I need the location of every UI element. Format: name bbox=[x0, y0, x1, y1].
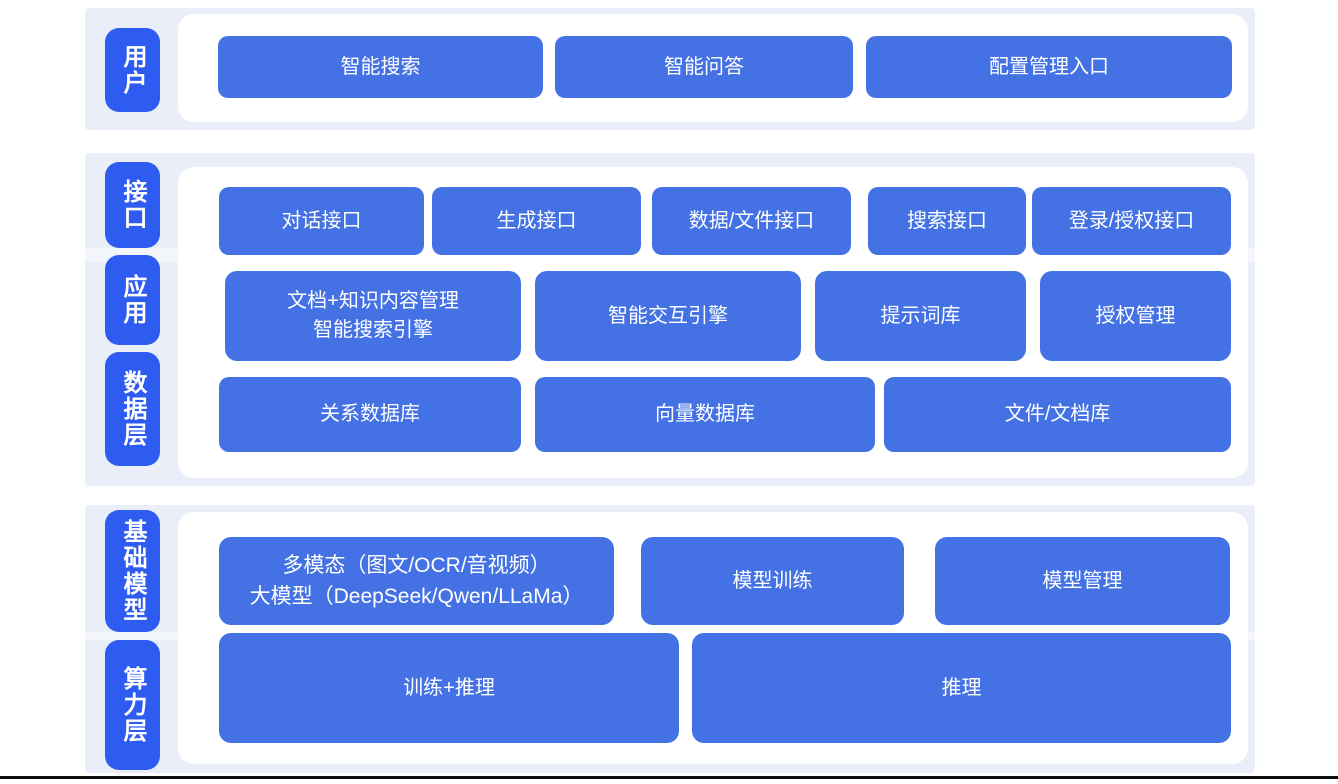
box-prompt-library: 提示词库 bbox=[815, 271, 1026, 361]
box-relational-db: 关系数据库 bbox=[219, 377, 521, 452]
base-model-row: 多模态（图文/OCR/音视频） 大模型（DeepSeek/Qwen/LLaMa）… bbox=[178, 537, 1248, 625]
layer-label-data-layer: 数据层 bbox=[105, 352, 160, 466]
box-inference: 推理 bbox=[692, 633, 1231, 743]
interface-layer-row: 对话接口 生成接口 数据/文件接口 搜索接口 登录/授权接口 bbox=[178, 187, 1248, 255]
layer-label-application: 应用 bbox=[105, 255, 160, 345]
user-layer-row: 智能搜索 智能问答 配置管理入口 bbox=[178, 36, 1248, 98]
layer-label-interface: 接口 bbox=[105, 162, 160, 248]
box-smart-qa: 智能问答 bbox=[555, 36, 853, 98]
box-auth-management: 授权管理 bbox=[1040, 271, 1231, 361]
box-training-plus-inference: 训练+推理 bbox=[219, 633, 679, 743]
foundation-layers-section: 基础模型 算力层 多模态（图文/OCR/音视频） 大模型（DeepSeek/Qw… bbox=[85, 505, 1255, 773]
bottom-divider-rule bbox=[0, 776, 1338, 779]
layer-label-compute-layer: 算力层 bbox=[105, 640, 160, 770]
user-layer-section: 用户 智能搜索 智能问答 配置管理入口 bbox=[85, 8, 1255, 130]
box-search-api: 搜索接口 bbox=[868, 187, 1026, 255]
box-login-auth-api: 登录/授权接口 bbox=[1032, 187, 1231, 255]
box-doc-knowledge-search-engine: 文档+知识内容管理 智能搜索引擎 bbox=[225, 271, 521, 361]
box-data-file-api: 数据/文件接口 bbox=[652, 187, 851, 255]
box-generation-api: 生成接口 bbox=[432, 187, 641, 255]
application-layer-row: 文档+知识内容管理 智能搜索引擎 智能交互引擎 提示词库 授权管理 bbox=[178, 271, 1248, 361]
box-config-management-entry: 配置管理入口 bbox=[866, 36, 1232, 98]
box-smart-interaction-engine: 智能交互引擎 bbox=[535, 271, 801, 361]
box-model-management: 模型管理 bbox=[935, 537, 1230, 625]
compute-layer-row: 训练+推理 推理 bbox=[178, 633, 1248, 743]
box-vector-db: 向量数据库 bbox=[535, 377, 875, 452]
box-file-doc-store: 文件/文档库 bbox=[884, 377, 1231, 452]
foundation-layers-container: 多模态（图文/OCR/音视频） 大模型（DeepSeek/Qwen/LLaMa）… bbox=[178, 512, 1248, 764]
data-layer-row: 关系数据库 向量数据库 文件/文档库 bbox=[178, 377, 1248, 452]
box-multimodal-llm: 多模态（图文/OCR/音视频） 大模型（DeepSeek/Qwen/LLaMa） bbox=[219, 537, 614, 625]
box-model-training: 模型训练 bbox=[641, 537, 904, 625]
box-smart-search: 智能搜索 bbox=[218, 36, 543, 98]
user-layer-container: 智能搜索 智能问答 配置管理入口 bbox=[178, 14, 1248, 122]
layer-label-base-model: 基础模型 bbox=[105, 510, 160, 632]
middle-layers-container: 对话接口 生成接口 数据/文件接口 搜索接口 登录/授权接口 文档+知识内容管理… bbox=[178, 167, 1248, 478]
layer-label-user: 用户 bbox=[105, 28, 160, 112]
box-dialog-api: 对话接口 bbox=[219, 187, 424, 255]
middle-layers-section: 接口 应用 数据层 对话接口 生成接口 数据/文件接口 搜索接口 登录/授权接口… bbox=[85, 153, 1255, 486]
